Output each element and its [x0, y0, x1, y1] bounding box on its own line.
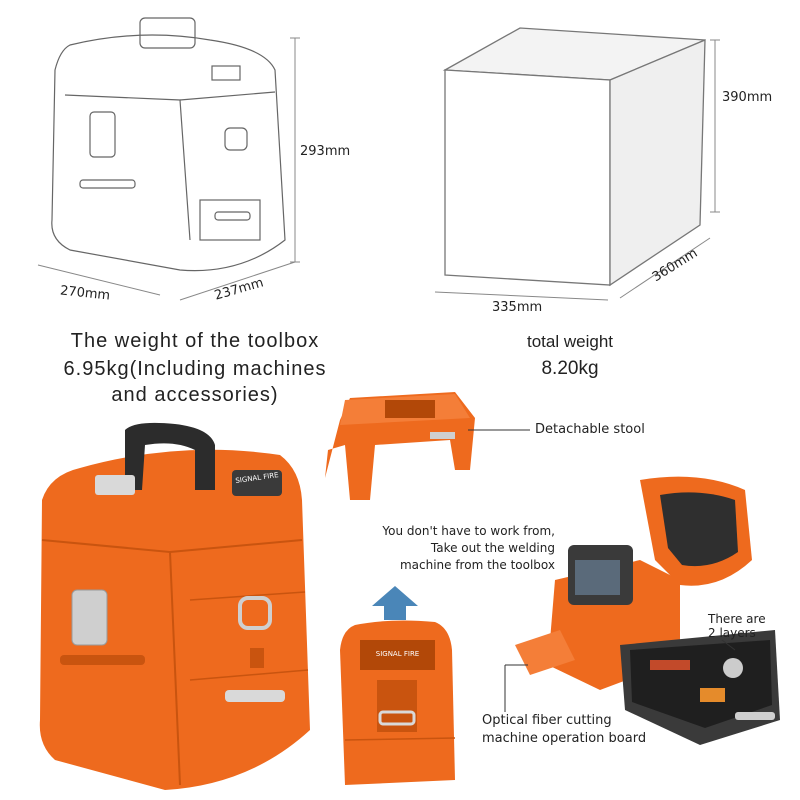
layers-callout-line — [721, 639, 736, 651]
toolbox-weight-line1: The weight of the toolbox — [70, 330, 320, 352]
up-arrow — [372, 586, 418, 620]
toolbox-weight-line3: and accessories) — [111, 384, 279, 406]
orange-toolbox-large — [39, 422, 310, 790]
total-weight-label: total weight — [527, 332, 613, 351]
open-toolbox — [515, 476, 780, 745]
callout-work-line3: machine from the toolbox — [399, 558, 555, 572]
box-dimension-lines — [434, 39, 720, 301]
shipping-box — [442, 27, 706, 287]
callout-board-line1: Optical fiber cutting — [482, 713, 612, 728]
dimension-box-width: 335mm — [492, 300, 543, 315]
callout-board-line2: machine operation board — [482, 731, 647, 746]
dimension-toolbox-height: 293mm — [300, 144, 351, 159]
toolbox-weight-line2: 6.95kg(Including machines — [63, 358, 327, 380]
callout-work-line1: You don't have to work from, — [382, 524, 555, 538]
dimension-box-height: 390mm — [722, 90, 773, 105]
callout-layers-line2: 2 layers — [708, 626, 756, 640]
callout-work-line2: Take out the welding — [430, 541, 555, 555]
brand-label-small: SIGNAL FIRE — [375, 650, 420, 658]
toolbox-sketch — [51, 17, 286, 272]
detachable-stool — [325, 392, 475, 500]
toolbox-dimension-lines — [37, 37, 300, 301]
callout-layers-line1: There are — [708, 612, 766, 626]
callout-stool: Detachable stool — [535, 422, 645, 437]
total-weight-value: 8.20kg — [541, 358, 599, 379]
orange-toolbox-small — [340, 620, 456, 785]
